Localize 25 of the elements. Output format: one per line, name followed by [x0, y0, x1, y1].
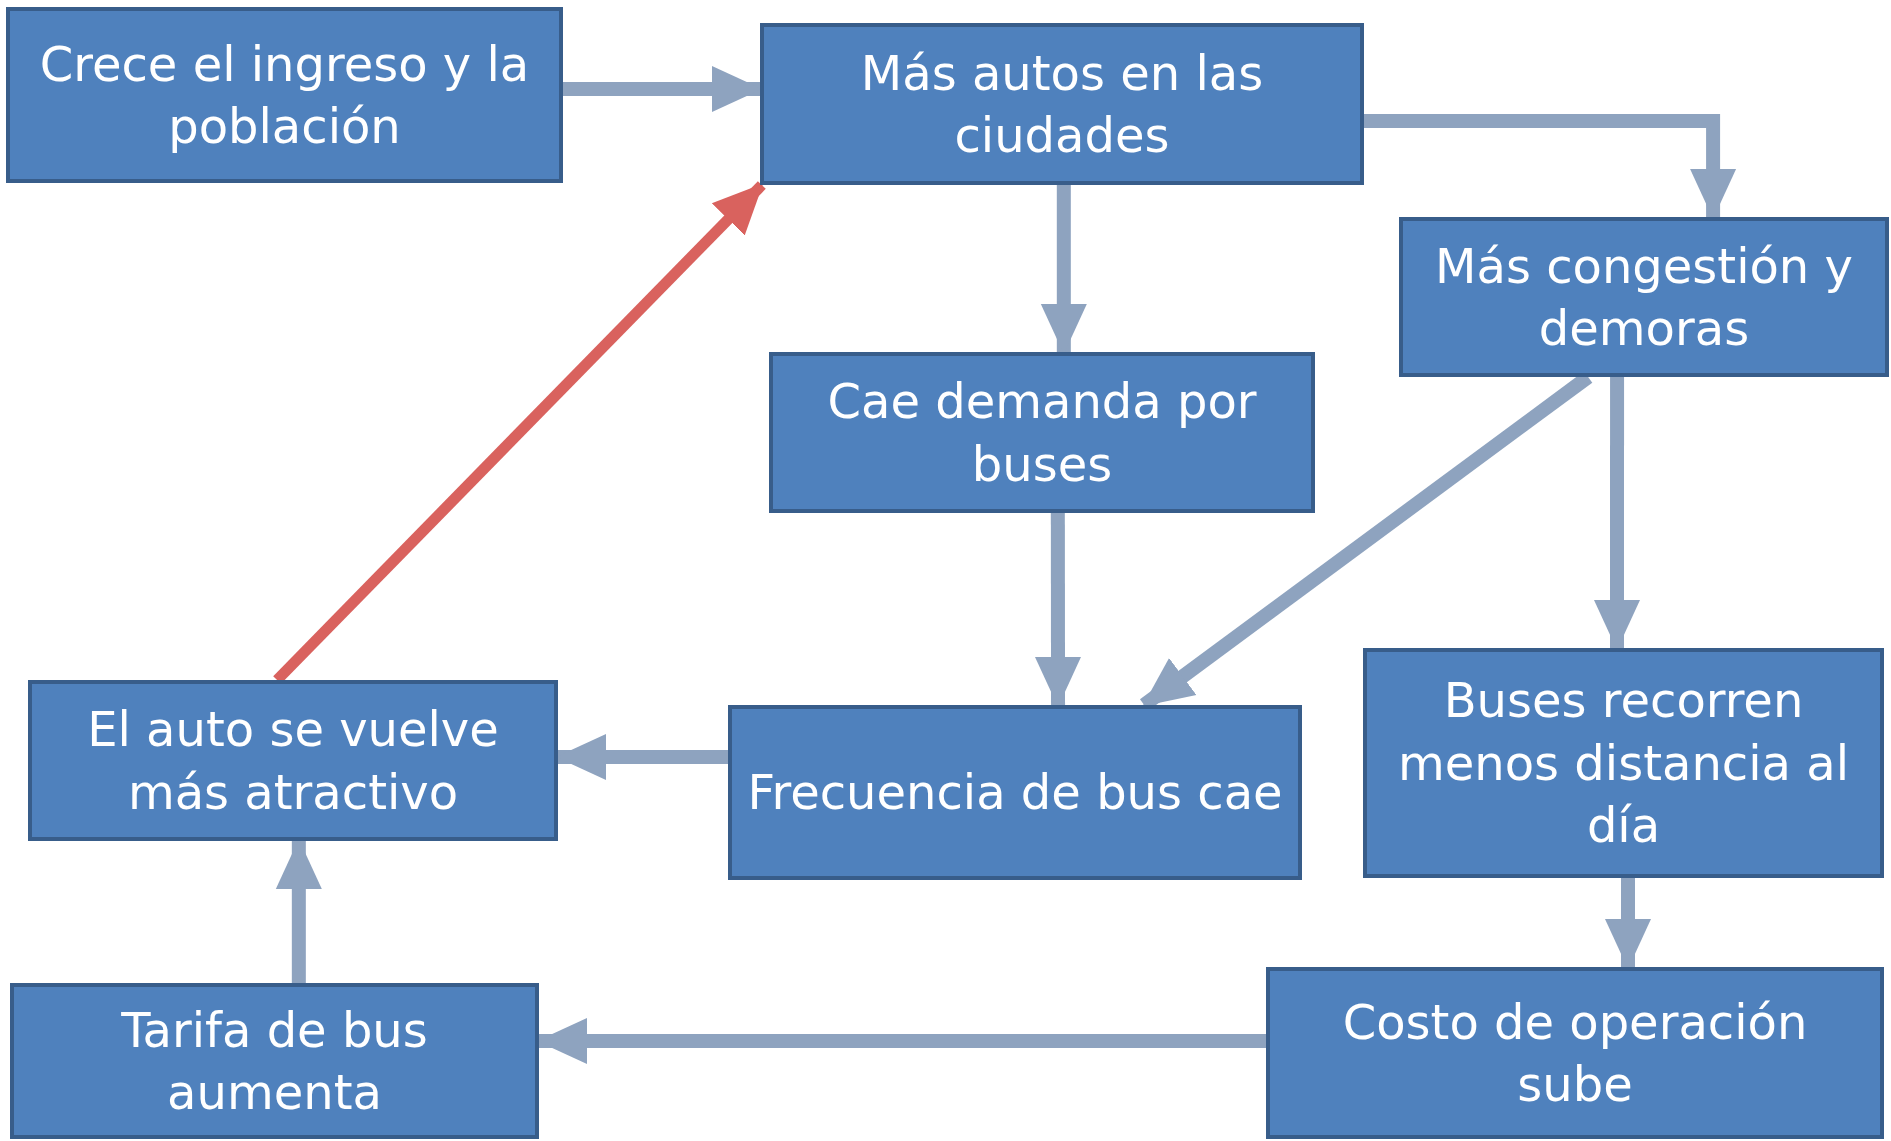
process-box — [728, 705, 1302, 880]
process-box — [6, 7, 563, 183]
arrow — [1605, 878, 1651, 969]
process-box — [1266, 967, 1884, 1139]
process-box — [1363, 648, 1884, 878]
box-text: Costo de operación sube — [1341, 992, 1809, 1114]
box-text: El auto se vuelve más atractivo — [86, 700, 500, 822]
box-text: Crece el ingreso y la población — [38, 34, 531, 156]
arrow — [1364, 114, 1737, 219]
box-text: Frecuencia de bus cae — [747, 763, 1283, 823]
box-text: Más autos en las ciudades — [859, 43, 1265, 165]
box-text: Buses recorren menos distancia al día — [1397, 671, 1850, 856]
arrow — [1594, 377, 1640, 650]
process-box — [760, 23, 1364, 185]
process-box — [769, 352, 1315, 513]
box-text: Cae demanda por buses — [826, 372, 1258, 494]
process-box — [10, 983, 539, 1139]
arrow — [1040, 185, 1087, 354]
arrow — [275, 839, 322, 983]
arrow — [1035, 512, 1081, 707]
process-box — [28, 680, 558, 841]
box-text: Más congestión y demoras — [1434, 236, 1854, 358]
box-text: Tarifa de bus aumenta — [120, 1000, 429, 1122]
process-box — [1399, 217, 1889, 377]
arrow — [562, 65, 762, 112]
